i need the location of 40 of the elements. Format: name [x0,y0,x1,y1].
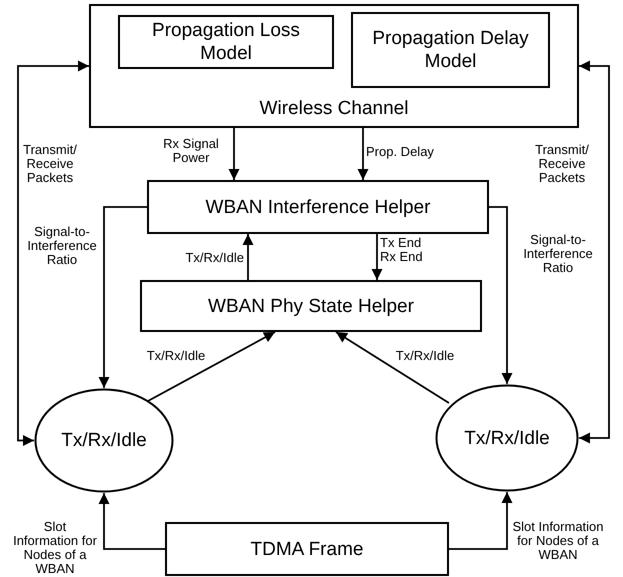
arrow [98,206,147,388]
node-label: WBAN Phy State Helper [207,294,415,318]
arrow [579,60,610,444]
edge-label: Prop. Delay [366,145,435,159]
state-ellipse [34,388,174,493]
edge-label: Rx Signal Power [162,137,220,165]
arrow [358,128,368,180]
edge-label: Transmit/ Receive Packets [534,143,590,185]
arrow [17,60,89,446]
arrow [98,493,165,550]
edge-label: Transmit/ Receive Packets [22,143,78,185]
edge-label: Signal-to-Interference Ratio [26,225,98,267]
edge-label: Tx/Rx/Idle [184,251,244,265]
arrow [148,331,276,402]
arrow [449,492,512,550]
process-box [118,15,334,69]
node-label: Propagation Delay Model [371,27,530,73]
arrow [489,206,512,384]
edge-label: Slot Information for Nodes of a WBAN [12,520,98,576]
node-label: Propagation Loss Model [151,19,301,65]
process-box [165,522,449,576]
edge-label: Tx/Rx/Idle [394,349,456,363]
arrow [372,234,382,280]
process-box [147,180,489,234]
state-ellipse [435,384,579,492]
edge-label: Slot Information for Nodes of a WBAN [512,520,604,562]
process-box [351,12,550,88]
arrow [228,128,240,180]
edge-label: Tx End Rx End [380,236,424,264]
node-label: Wireless Channel [258,97,410,120]
process-box [140,280,482,332]
node-label: Tx/Rx/Idle [60,429,148,452]
arrow [336,331,450,404]
edge-label: Signal-to-Interference Ratio [522,233,594,275]
edge-label: Tx/Rx/Idle [146,349,206,363]
node-label: WBAN Interference Helper [204,196,432,218]
arrow [242,234,254,280]
container-box [89,4,579,128]
node-label: Tx/Rx/Idle [463,426,551,450]
node-label: TDMA Frame [250,538,364,560]
